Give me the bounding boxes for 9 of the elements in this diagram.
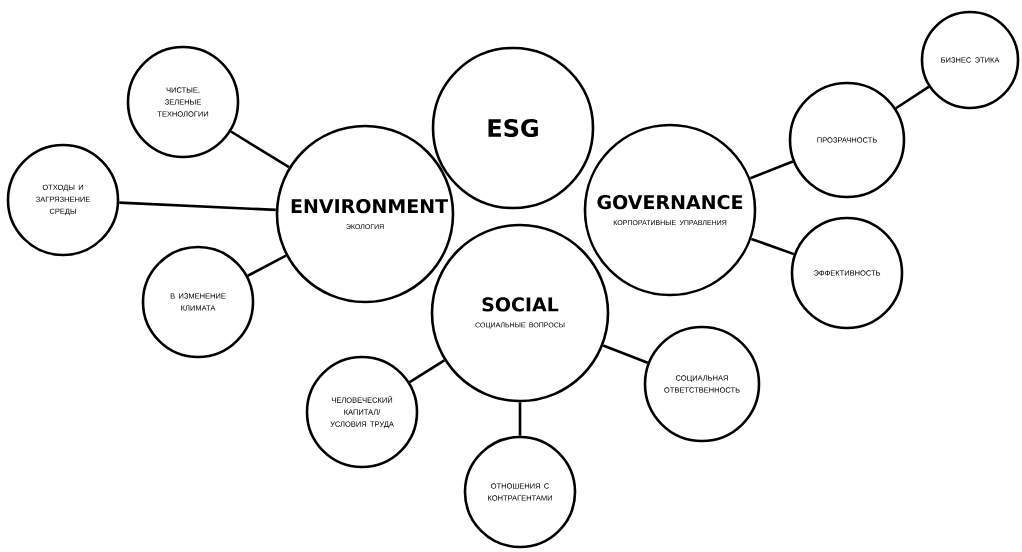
connector-line — [230, 130, 290, 169]
connector-line — [119, 201, 276, 212]
connector-line — [247, 254, 287, 277]
connector-line — [602, 344, 649, 365]
connector-line — [518, 402, 522, 436]
connector-line — [749, 160, 794, 180]
connector-line — [895, 85, 930, 110]
connector-line — [409, 359, 446, 384]
connector-line — [750, 237, 795, 256]
